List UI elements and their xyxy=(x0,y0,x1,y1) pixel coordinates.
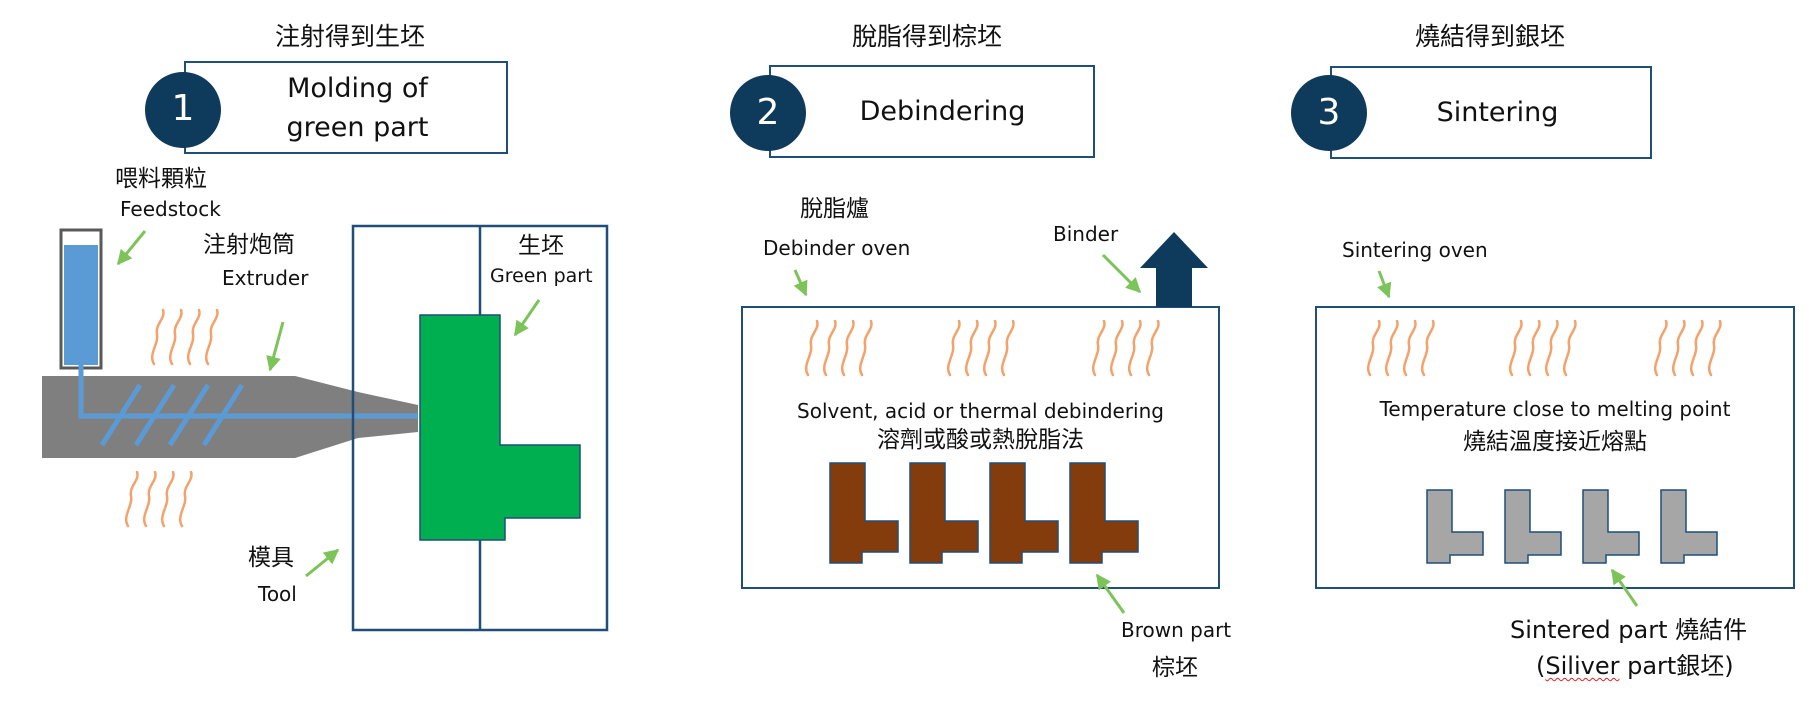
heat-wave-icon xyxy=(1653,319,1722,377)
step-1-number-circle xyxy=(145,72,221,148)
green-part-shape xyxy=(419,314,581,541)
silver-part-label: (Siliver part銀坯) xyxy=(1536,654,1734,678)
feedstock-label-zh: 喂料顆粒 xyxy=(115,166,207,192)
step-1-title-line2: green part xyxy=(286,112,429,143)
exhaust-arrow-icon xyxy=(1140,232,1208,307)
heat-wave-icon xyxy=(150,308,219,366)
step-2-title: Debindering xyxy=(859,96,1026,127)
extruder-label-en: Extruder xyxy=(222,266,309,290)
debinding-method-zh: 溶劑或酸或熱脫脂法 xyxy=(877,427,1084,453)
debinder-oven-label-zh: 脫脂爐 xyxy=(800,196,869,222)
step-2-header xyxy=(730,65,1095,158)
brown-parts xyxy=(829,462,1139,564)
pointer-arrow-icon xyxy=(305,548,340,578)
step-3-number: 3 xyxy=(1317,92,1341,133)
pointer-arrow-icon xyxy=(513,299,541,337)
sintering-temp-en: Temperature close to melting point xyxy=(1379,397,1731,421)
step-3-caption: 燒結得到銀坯 xyxy=(1414,22,1565,51)
heat-wave-icon xyxy=(946,319,1015,377)
feedstock-label-en: Feedstock xyxy=(120,197,221,221)
step-1-number: 1 xyxy=(171,88,195,129)
step-3-title-box xyxy=(1330,66,1652,159)
binder-label: Binder xyxy=(1053,222,1119,246)
debinder-oven-label-en: Debinder oven xyxy=(763,236,911,260)
step-2-number: 2 xyxy=(756,92,780,133)
tool-label-en: Tool xyxy=(258,582,297,606)
brown-part-label-zh: 棕坯 xyxy=(1152,655,1198,681)
step-2-caption: 脫脂得到棕坯 xyxy=(851,22,1002,51)
sintered-part-label: Sintered part 燒結件 xyxy=(1510,616,1748,644)
silver-part-word: Siliver xyxy=(1545,652,1620,680)
extruder-label-zh: 注射炮筒 xyxy=(203,232,295,258)
brown-part-label-en: Brown part xyxy=(1121,618,1232,642)
heat-wave-icon xyxy=(124,470,193,528)
heat-wave-icon xyxy=(1091,319,1160,377)
tool-label-zh: 模具 xyxy=(248,545,294,571)
step-2-number-circle xyxy=(730,75,806,151)
pointer-arrow-icon xyxy=(793,269,808,297)
step-1-title-box xyxy=(184,61,508,154)
green-part-label-zh: 生坯 xyxy=(518,233,564,259)
pointer-arrow-icon xyxy=(1095,573,1126,614)
pointer-arrow-icon xyxy=(1101,253,1142,294)
step-3-number-circle xyxy=(1291,75,1367,151)
debinder-oven xyxy=(741,306,1220,589)
silver-part-open-paren: ( xyxy=(1536,652,1546,680)
green-part-label-en: Green part xyxy=(490,265,593,287)
heat-wave-icon xyxy=(1508,319,1577,377)
sintering-temp-zh: 燒結溫度接近熔點 xyxy=(1463,429,1647,455)
pointer-arrow-icon xyxy=(1610,568,1639,607)
step-1-header xyxy=(145,61,508,154)
pointer-arrow-icon xyxy=(266,321,285,372)
screw-channel xyxy=(78,365,418,447)
feedstock-hopper xyxy=(59,228,103,370)
sintering-oven-label: Sintering oven xyxy=(1342,238,1488,262)
silver-part-rest: part銀坯) xyxy=(1619,652,1734,680)
step-1-caption: 注射得到生坯 xyxy=(274,22,425,51)
step-3-header xyxy=(1291,66,1652,159)
heat-wave-icon xyxy=(1366,319,1435,377)
pointer-arrow-icon xyxy=(116,230,147,266)
step-2-title-box xyxy=(769,65,1095,158)
pointer-arrow-icon xyxy=(1377,270,1392,299)
silver-parts xyxy=(1426,489,1718,564)
heat-wave-icon xyxy=(804,319,873,377)
step-1-title-line1: Molding of xyxy=(287,73,428,104)
step-3-title: Sintering xyxy=(1436,97,1559,128)
debinding-method-en: Solvent, acid or thermal debindering xyxy=(797,399,1164,423)
